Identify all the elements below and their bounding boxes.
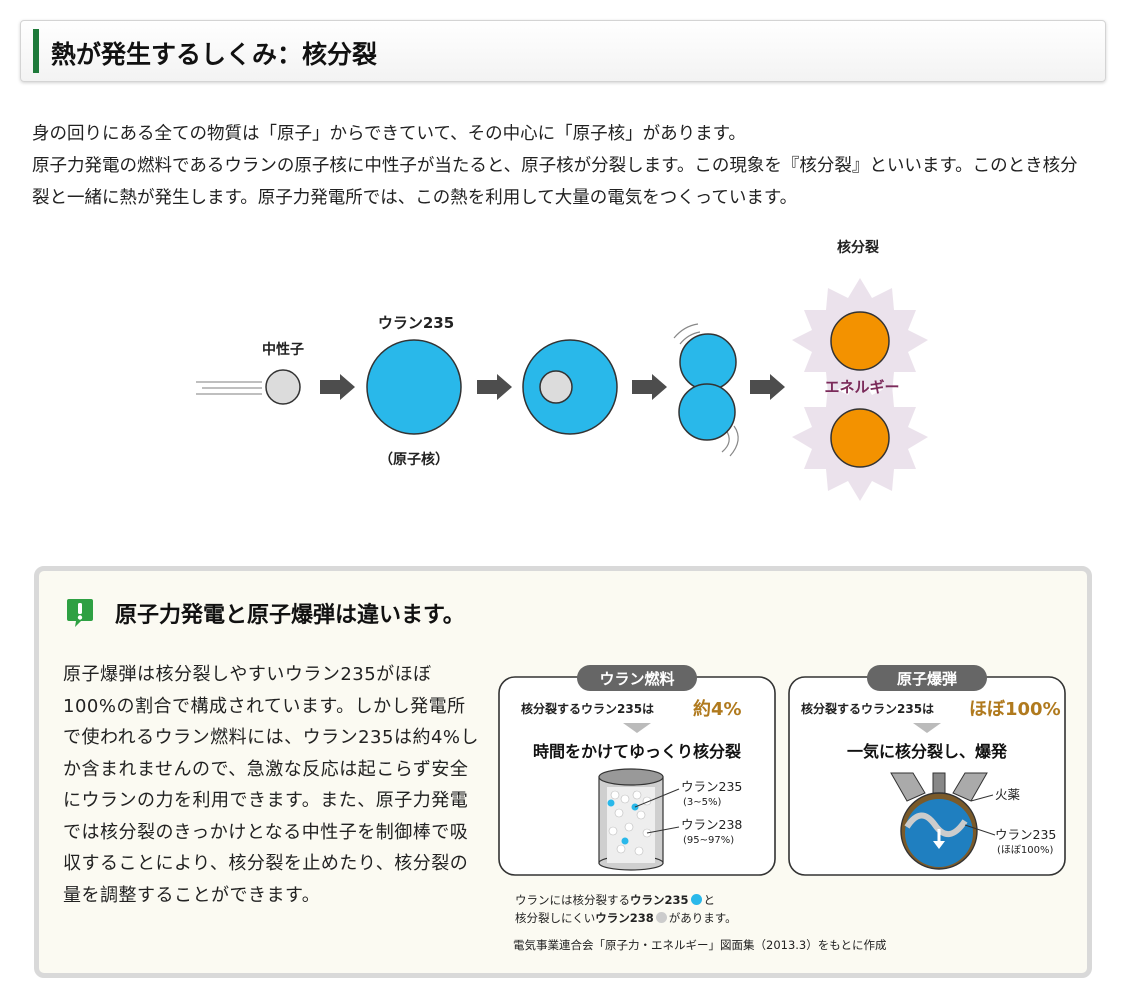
- fuel-pellet-cylinder: [598, 768, 664, 871]
- fuel-ratio-value: 約4%: [693, 698, 742, 720]
- bomb-panel: 原子爆弾 核分裂するウラン235は ほぼ100% 一気に核分裂し、爆発 火薬 ウ…: [788, 665, 1066, 876]
- arrow-3: [632, 374, 667, 400]
- bomb-core: [890, 772, 988, 870]
- uranium-235-nucleus: [366, 339, 462, 435]
- legend-line-1: ウランには核分裂するウラン235 と: [515, 892, 715, 908]
- u235-dot-icon: [690, 894, 702, 905]
- legend-line-2: 核分裂しにくいウラン238 があります。: [515, 910, 737, 926]
- absorbed-neutron: [539, 370, 573, 404]
- arrow-2: [477, 374, 512, 400]
- bomb-powder-label: 火薬: [995, 787, 1021, 802]
- bomb-panel-title: 原子爆弾: [897, 670, 957, 688]
- legend-1-bold: ウラン235: [630, 893, 689, 907]
- legend-1-pre: ウランには核分裂する: [515, 893, 630, 907]
- fuel-u235-label: ウラン235: [681, 779, 742, 794]
- fission-diagram: 中性子 ウラン235 （原子核） 核分裂 エネルギー: [196, 239, 928, 501]
- fuel-ratio-prefix: 核分裂するウラン235は: [521, 701, 654, 716]
- note-body: 原子爆弾は核分裂しやすいウラン235がほぼ100%の割合で構成されています。しか…: [63, 664, 480, 906]
- fragment-lower: [678, 383, 736, 441]
- fission-label: 核分裂: [837, 239, 879, 256]
- fission-product-lower: [830, 408, 890, 468]
- neutron: [265, 369, 301, 405]
- fuel-desc: 時間をかけてゆっくり核分裂: [533, 742, 741, 761]
- bomb-ratio-prefix: 核分裂するウラン235は: [801, 701, 934, 716]
- note-box: 原子力発電と原子爆弾は違います。 原子爆弾は核分裂しやすいウラン235がほぼ10…: [34, 566, 1092, 978]
- energy-label: エネルギー: [824, 378, 899, 396]
- splitting-nucleus: [673, 323, 739, 457]
- nucleus-label: （原子核）: [379, 451, 449, 468]
- legend-1-post: と: [703, 893, 716, 907]
- arrow-1: [320, 374, 355, 400]
- page-title: 熱が発生するしくみ：核分裂: [51, 40, 378, 69]
- fuel-panel-title: ウラン燃料: [599, 670, 674, 688]
- fuel-u235-pct: (3~5%): [683, 797, 722, 808]
- fragment-upper: [679, 333, 737, 391]
- legend-2-bold: ウラン238: [595, 911, 654, 925]
- intro-line-2: 原子力発電の燃料であるウランの原子核に中性子が当たると、原子核が分裂します。この…: [32, 156, 1078, 208]
- neutron-label: 中性子: [262, 341, 304, 358]
- fuel-u238-pct: (95~97%): [683, 835, 734, 846]
- intro-line-1: 身の回りにある全ての物質は「原子」からできていて、その中心に「原子核」があります…: [32, 124, 746, 144]
- comparison-figure: ウラン燃料 核分裂するウラン235は 約4% 時間をかけてゆっくり核分裂: [498, 665, 1066, 876]
- bomb-u235-pct: (ほぼ100%): [997, 844, 1053, 856]
- intro-text: 身の回りにある全ての物質は「原子」からできていて、その中心に「原子核」があります…: [32, 118, 1092, 214]
- exclamation-icon: [67, 599, 93, 627]
- uranium-235-label: ウラン235: [378, 314, 454, 332]
- legend-2-pre: 核分裂しにくい: [515, 911, 596, 925]
- note-heading: 原子力発電と原子爆弾は違います。: [115, 603, 465, 628]
- source-credit: 電気事業連合会「原子力・エネルギー」図面集（2013.3）をもとに作成: [513, 938, 887, 952]
- bomb-ratio-value: ほぼ100%: [969, 699, 1061, 720]
- legend-2-post: があります。: [668, 911, 737, 925]
- u238-dot-icon: [655, 912, 667, 923]
- section-title-bar: 熱が発生するしくみ：核分裂: [20, 20, 1106, 82]
- bomb-u235-label: ウラン235: [995, 827, 1056, 842]
- title-accent-bar: [33, 29, 39, 73]
- fuel-panel: ウラン燃料 核分裂するウラン235は 約4% 時間をかけてゆっくり核分裂: [498, 665, 776, 876]
- motion-lines: [196, 381, 262, 395]
- bomb-desc: 一気に核分裂し、爆発: [847, 742, 1008, 761]
- fuel-u238-label: ウラン238: [681, 817, 742, 832]
- arrow-4: [750, 374, 785, 400]
- fission-product-upper: [830, 311, 890, 371]
